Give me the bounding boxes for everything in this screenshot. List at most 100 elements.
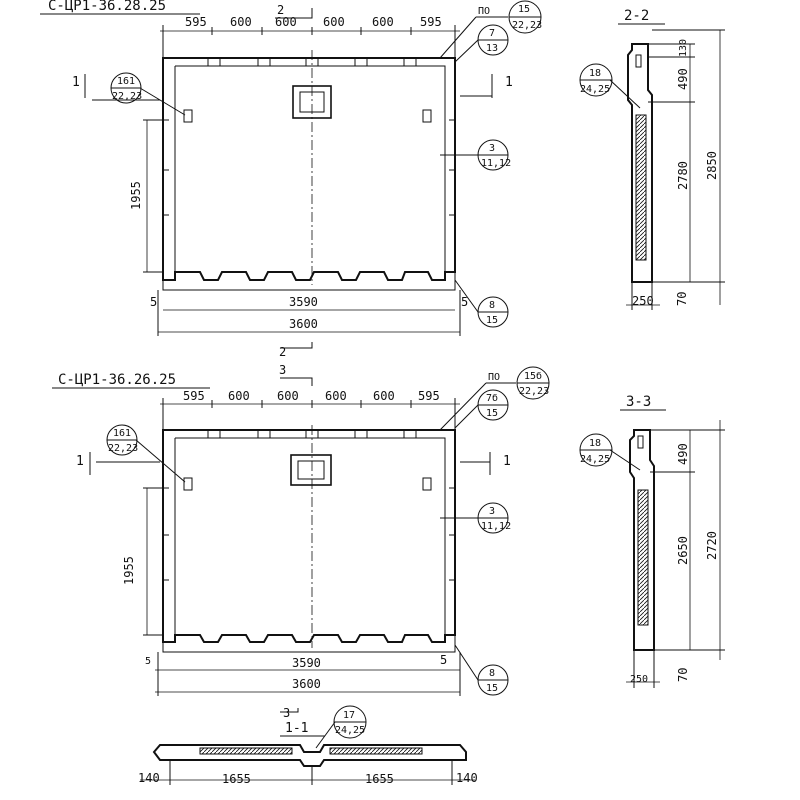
panel-1-elevation: С-ЦР1-36.28.25 595 600 600 600 600 595 2 [40, 0, 542, 336]
panel-1-side-section-left: 1 [72, 75, 80, 90]
svg-text:ПО: ПО [488, 372, 500, 383]
section-1-1-insulation-left [199, 747, 293, 755]
panel-2-callout-16: 161 22,23 [106, 424, 186, 483]
svg-text:24,25: 24,25 [335, 725, 365, 736]
svg-text:11,12: 11,12 [481, 158, 511, 169]
panel-1-dim-600-4: 600 [372, 15, 394, 29]
panel-1-callout-8: 8 15 [454, 279, 509, 328]
svg-text:13: 13 [486, 43, 498, 54]
section-3-3: 3-3 250 490 2650 2720 70 18 24,25 [579, 394, 725, 688]
panel-2-dim-595-left: 595 [183, 389, 205, 403]
panel-2-opening-outer [290, 454, 332, 486]
panel-1-side-section-right: 1 [505, 75, 513, 90]
panel-2-callout-7: 7б 15 [454, 389, 509, 429]
svg-text:161: 161 [113, 428, 131, 439]
section-1-1-dim-140-left: 140 [138, 771, 160, 785]
svg-text:15: 15 [486, 408, 498, 419]
svg-text:3: 3 [489, 143, 495, 154]
section-2-2-dim-2850: 2850 [705, 151, 719, 180]
panel-2-dim-600-4: 600 [373, 389, 395, 403]
panel-2-loop-left [183, 477, 193, 491]
panel-1-bottom-edge [162, 272, 456, 291]
section-1-1: 3 1-1 140 1655 1655 140 17 24,25 [138, 705, 478, 786]
panel-2-callout-8: 8 15 [454, 644, 509, 696]
section-2-2-dim-130: 130 [678, 39, 689, 57]
panel-1-height-dim: 1955 [129, 181, 143, 210]
panel-1-callout-7: 7 13 [454, 24, 509, 63]
svg-text:18: 18 [589, 438, 601, 449]
panel-2-callout-15: ПО 15б 22,23 [439, 366, 550, 431]
panel-1-end-right: 5 [461, 295, 468, 309]
panel-2-outline [162, 429, 456, 643]
panel-2-loop-right [422, 477, 432, 491]
panel-1-dim-600-1: 600 [230, 15, 252, 29]
section-2-2-dim-2780: 2780 [676, 161, 690, 190]
panel-2-dim-600-1: 600 [228, 389, 250, 403]
panel-2-end-right: 5 [440, 653, 447, 667]
panel-1-dim-600-2: 600 [275, 15, 297, 29]
svg-text:8: 8 [489, 300, 495, 311]
panel-2-section-mark-b: 3 [279, 363, 286, 377]
panel-2-height-dim: 1955 [122, 556, 136, 585]
svg-text:8: 8 [489, 668, 495, 679]
panel-2-side-ribs [163, 487, 455, 581]
svg-text:15: 15 [486, 315, 498, 326]
section-1-1-title: 1-1 [285, 721, 308, 736]
section-1-1-callout-17: 17 24,25 [315, 705, 367, 749]
panel-2-top-dim-ticks [162, 398, 456, 430]
panel-1-loop-left [183, 109, 193, 123]
panel-2-inner-width: 3590 [292, 656, 321, 670]
svg-text:18: 18 [589, 68, 601, 79]
section-3-3-dim-2650: 2650 [676, 536, 690, 565]
panel-2-dim-600-3: 600 [325, 389, 347, 403]
panel-1-section-mark: 2 [277, 3, 284, 17]
svg-text:22,23: 22,23 [512, 20, 542, 31]
svg-text:161: 161 [117, 76, 135, 87]
panel-2-side-section-right: 1 [503, 454, 511, 469]
section-3-3-width: 250 [630, 674, 648, 685]
panel-2-outer-width: 3600 [292, 677, 321, 691]
section-2-2-dim-490: 490 [676, 68, 690, 90]
panel-2-dim-595-right: 595 [418, 389, 440, 403]
svg-text:22,23: 22,23 [108, 443, 138, 454]
section-3-3-callout-18: 18 24,25 [579, 433, 641, 471]
panel-2-section-mark-a: 2 [279, 345, 286, 359]
section-3-3-dim-70: 70 [676, 668, 690, 682]
section-3-3-insulation [637, 489, 649, 626]
section-2-2: 2-2 250 130 490 2780 2850 70 18 24,25 [579, 8, 725, 310]
svg-text:ПО: ПО [478, 6, 490, 17]
panel-1-callout-16: 161 22,23 [110, 72, 186, 116]
panel-2-title: С-ЦР1-36.26.25 [58, 372, 176, 388]
svg-text:15: 15 [486, 683, 498, 694]
panel-2-dim-600-2: 600 [277, 389, 299, 403]
panel-1-section-mark-arrow [275, 8, 313, 19]
panel-1-outer-width: 3600 [289, 317, 318, 331]
svg-text:22,23: 22,23 [519, 386, 549, 397]
panel-2-elevation: С-ЦР1-36.26.25 2 3 595 600 600 600 600 5… [52, 342, 550, 696]
section-2-2-dim-70: 70 [675, 292, 689, 306]
section-1-1-mark: 3 [283, 706, 290, 720]
svg-text:11,12: 11,12 [481, 521, 511, 532]
section-3-3-dim-490: 490 [676, 443, 690, 465]
section-2-2-title: 2-2 [624, 8, 649, 24]
svg-text:17: 17 [343, 710, 355, 721]
svg-text:7б: 7б [486, 392, 498, 404]
section-2-2-width: 250 [632, 294, 654, 308]
panel-1-dim-595-left: 595 [185, 15, 207, 29]
section-2-2-insulation [635, 114, 647, 261]
panel-1-dim-600-3: 600 [323, 15, 345, 29]
panel-1-inner-width: 3590 [289, 295, 318, 309]
panel-1-loop-right [422, 109, 432, 123]
section-2-2-callout-18: 18 24,25 [579, 63, 641, 109]
panel-2-callout-3: 3 11,12 [440, 502, 511, 534]
section-1-1-dim-140-right: 140 [456, 771, 478, 785]
panel-1-dim-595-right: 595 [420, 15, 442, 29]
panel-1-outline [162, 57, 456, 281]
section-1-1-profile [152, 744, 467, 767]
section-1-1-dim-1655-right: 1655 [365, 772, 394, 786]
svg-text:24,25: 24,25 [580, 84, 610, 95]
svg-text:22,23: 22,23 [112, 91, 142, 102]
section-3-3-dim-2720: 2720 [705, 531, 719, 560]
section-1-1-dim-1655-left: 1655 [222, 772, 251, 786]
